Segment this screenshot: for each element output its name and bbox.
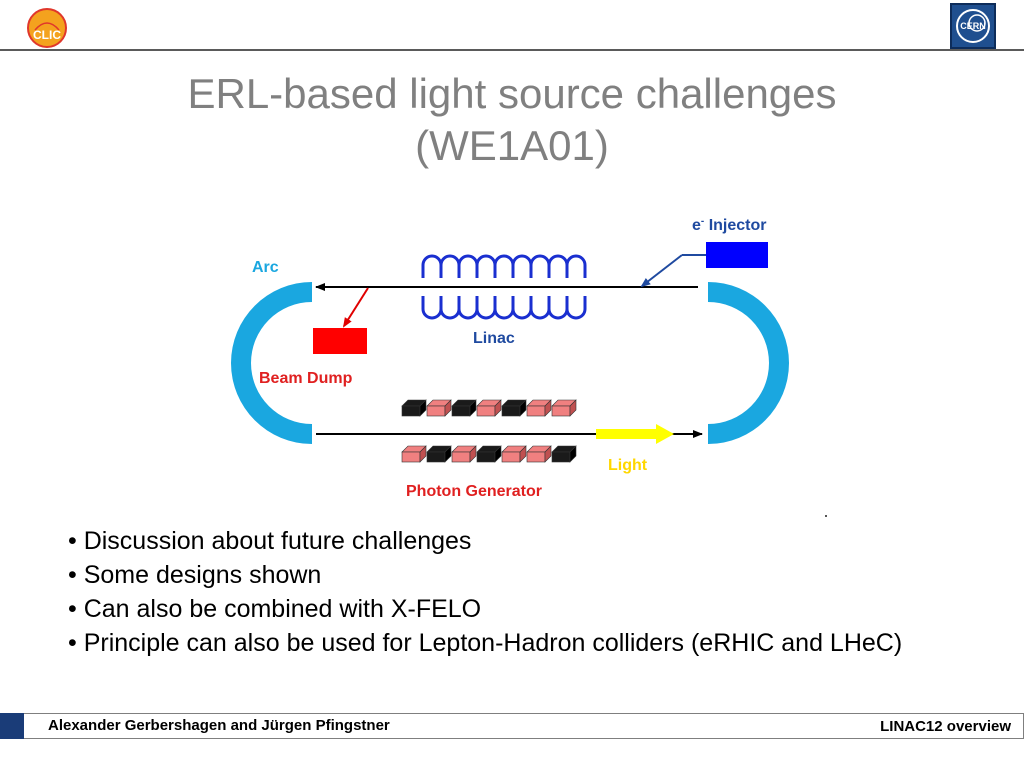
bullet-item: • Principle can also be used for Lepton-… — [68, 629, 903, 657]
magnet-block — [476, 451, 496, 463]
footer-event: LINAC12 overview — [880, 718, 1011, 735]
injector-label: e- Injector — [692, 216, 766, 234]
magnet-block-side-face — [494, 445, 502, 463]
magnet-block — [551, 405, 571, 417]
magnet-block-side-face — [569, 399, 577, 417]
magnet-block — [501, 451, 521, 463]
magnet-block-side-face — [494, 399, 502, 417]
stray-dot — [825, 515, 827, 517]
erl-diagram: e- Injector Arc Linac Beam Dump Light Ph… — [231, 216, 789, 500]
arc-right — [708, 282, 789, 444]
magnet-block-side-face — [444, 445, 452, 463]
linac-coil-top — [421, 254, 587, 278]
beam-dump-box — [313, 328, 367, 354]
magnet-block — [526, 405, 546, 417]
magnet-block — [451, 451, 471, 463]
magnet-block-side-face — [544, 445, 552, 463]
photon-generator-label: Photon Generator — [406, 483, 542, 500]
beam-dump-label: Beam Dump — [259, 370, 353, 387]
slide-title: ERL-based light source challenges (WE1A0… — [0, 68, 1024, 172]
magnet-block — [476, 405, 496, 417]
magnet-block — [401, 451, 421, 463]
magnet-block-side-face — [544, 399, 552, 417]
slide-title-line1: ERL-based light source challenges — [187, 70, 837, 117]
bullet-item: • Discussion about future challenges — [68, 527, 472, 555]
magnet-block-side-face — [519, 445, 527, 463]
header-rule — [0, 49, 1024, 51]
injector-box — [706, 242, 768, 268]
beam-dump-arrow — [342, 287, 369, 328]
linac-coil-bottom — [421, 296, 587, 320]
magnet-block — [451, 405, 471, 417]
undulator-magnets-bottom — [401, 445, 577, 463]
footer-accent-block — [0, 713, 24, 739]
magnet-block-side-face — [519, 399, 527, 417]
clic-logo-text: CLIC — [33, 28, 61, 42]
injector-arrow-diag — [640, 254, 683, 288]
magnet-block — [401, 405, 421, 417]
undulator-magnets-top — [401, 399, 577, 417]
magnet-block — [426, 405, 446, 417]
light-label: Light — [608, 457, 648, 474]
magnet-block — [426, 451, 446, 463]
magnet-block-side-face — [469, 445, 477, 463]
bullet-item: • Some designs shown — [68, 561, 322, 589]
magnet-block-side-face — [469, 399, 477, 417]
light-arrow — [596, 424, 674, 444]
magnet-block-side-face — [569, 445, 577, 463]
clic-logo: CLIC — [27, 8, 67, 48]
magnet-block-side-face — [419, 445, 427, 463]
magnet-block — [551, 451, 571, 463]
magnet-block — [501, 405, 521, 417]
bullet-item: • Can also be combined with X-FELO — [68, 595, 482, 623]
magnet-block — [526, 451, 546, 463]
arc-left — [231, 282, 312, 444]
cern-logo-text: CERN — [960, 21, 986, 31]
footer-bar — [0, 713, 1024, 739]
slide-title-line2: (WE1A01) — [415, 122, 609, 169]
linac-label: Linac — [473, 330, 515, 347]
arc-label: Arc — [252, 259, 279, 276]
cern-logo: CERN — [950, 3, 996, 49]
magnet-block-side-face — [419, 399, 427, 417]
footer-authors: Alexander Gerbershagen and Jürgen Pfings… — [48, 717, 390, 734]
bullet-list: • Discussion about future challenges • S… — [68, 524, 968, 660]
magnet-block-side-face — [444, 399, 452, 417]
